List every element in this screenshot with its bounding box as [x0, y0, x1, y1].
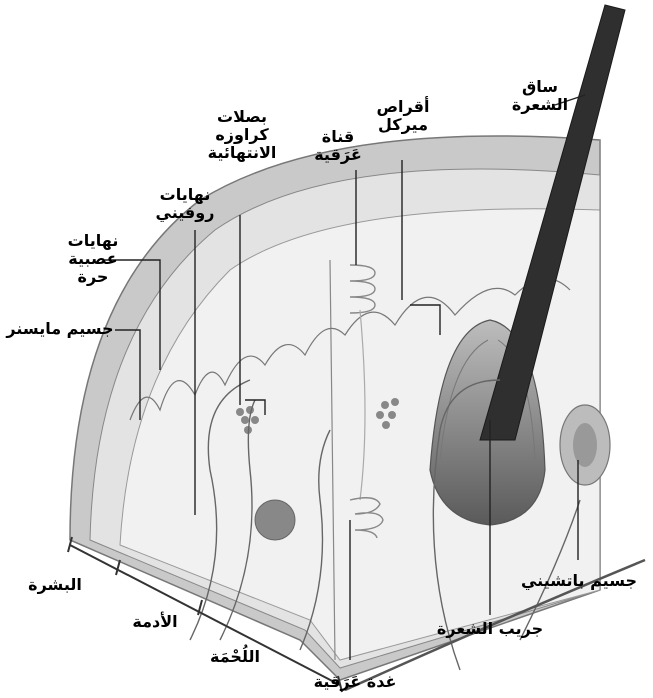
label-sweat-duct: قناةعَرَقية — [303, 128, 373, 164]
label-dermis: الأدمة — [120, 613, 190, 631]
label-ruffini-endings: نهاياتروفيني — [140, 186, 230, 222]
label-hair-shaft: ساقالشعرة — [500, 78, 580, 114]
label-hypodermis: اللُحْمَة — [195, 648, 275, 666]
label-merkel-discs: أقراصميركل — [363, 98, 443, 134]
label-sweat-gland: غدة عَرَقية — [300, 673, 410, 691]
label-pacinian-corpuscle: جسيم باتشيني — [510, 572, 648, 590]
label-krause-bulbs: بصلاتكراوزهالانتهائية — [192, 108, 292, 162]
label-free-nerve-endings: نهاياتعصبيةحرة — [58, 232, 128, 286]
label-epidermis: البشرة — [20, 576, 90, 594]
label-hair-follicle: جريب الشعرة — [430, 620, 550, 638]
label-meissner-corpuscle: جسيم مايسنر — [5, 320, 115, 338]
